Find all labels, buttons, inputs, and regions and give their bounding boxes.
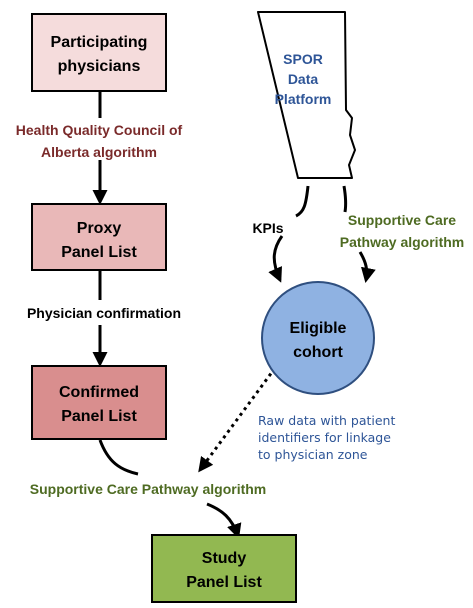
raw-data-line1: Raw data with patient — [258, 413, 395, 428]
participating-line1: Participating — [51, 34, 148, 51]
scp-bottom-label: Supportive Care Pathway algorithm — [30, 481, 267, 497]
spor-line2: Data — [288, 71, 319, 87]
participating-physicians-box — [31, 13, 167, 92]
study-panel-list-box — [151, 534, 297, 603]
arrow-scp-right — [342, 185, 348, 213]
hqca-label-line2: Alberta algorithm — [41, 144, 157, 160]
proxy-line2: Panel List — [61, 244, 137, 261]
confirmed-line2: Panel List — [61, 408, 137, 425]
eligible-line1: Eligible — [290, 320, 347, 337]
arrow-confirmed-curve — [98, 439, 139, 476]
spor-line3: Platform — [275, 91, 332, 107]
arrow-dotted-raw-data — [198, 367, 277, 473]
arrow-to-study — [206, 502, 242, 539]
physician-confirmation-label: Physician confirmation — [27, 305, 181, 321]
spor-line1: SPOR — [283, 51, 323, 67]
proxy-line1: Proxy — [77, 220, 122, 237]
confirmed-line1: Confirmed — [59, 384, 139, 401]
arrow-kpis — [295, 185, 310, 218]
alberta-map-outline — [257, 11, 356, 179]
scp-right-line2: Pathway algorithm — [340, 234, 464, 250]
proxy-panel-list-box — [31, 203, 167, 271]
study-line1: Study — [202, 550, 247, 567]
raw-data-line3: to physician zone — [258, 447, 368, 462]
confirmed-panel-list-box — [31, 365, 167, 440]
scp-right-line1: Supportive Care — [348, 212, 456, 228]
eligible-cohort-circle — [261, 281, 375, 395]
hqca-label-line1: Health Quality Council of — [16, 122, 183, 138]
participating-line2: physicians — [58, 58, 141, 75]
kpis-label: KPIs — [252, 220, 283, 236]
arrow-scp-right-lower — [358, 251, 376, 283]
eligible-line2: cohort — [293, 344, 343, 361]
raw-data-line2: identifiers for linkage — [258, 430, 391, 445]
study-line2: Panel List — [186, 574, 262, 591]
arrow-kpis-lower — [268, 235, 284, 283]
